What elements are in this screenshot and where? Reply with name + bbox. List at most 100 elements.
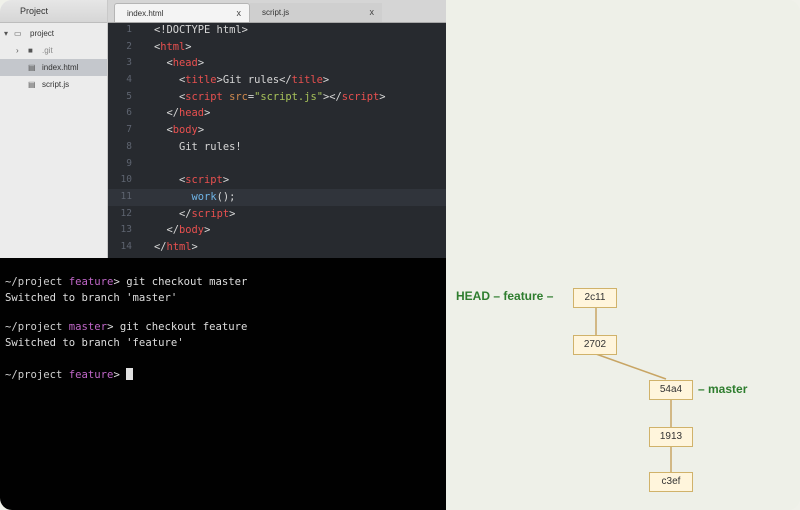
code-token: < xyxy=(154,40,161,53)
terminal-output-line: Switched to branch 'feature' xyxy=(5,337,184,349)
line-number: 4 xyxy=(126,74,132,86)
line-code: </head> xyxy=(154,105,211,122)
tab-bar: index.html x script.js x xyxy=(108,0,446,23)
code-line[interactable]: 14</html> xyxy=(108,239,446,256)
terminal-prompt-line: ~/project master> git checkout feature xyxy=(5,321,247,333)
line-number: 6 xyxy=(126,107,132,119)
code-line[interactable]: 8 Git rules! xyxy=(108,139,446,156)
code-token: (); xyxy=(216,190,236,203)
code-line[interactable]: 7 <body> xyxy=(108,122,446,139)
project-sidebar: Project ▾ ▭ project › ■ .git ▤ index.htm… xyxy=(0,0,108,258)
prompt-path: ~/project xyxy=(5,276,69,288)
code-token: head xyxy=(179,107,205,120)
code-token: > xyxy=(322,74,330,87)
code-line[interactable]: 10 <script> xyxy=(108,172,446,189)
code-line[interactable]: 11 work(); xyxy=(108,188,446,206)
code-line[interactable]: 1<!DOCTYPE html> xyxy=(108,22,446,39)
code-line[interactable]: 4 <title>Git rules</title> xyxy=(108,72,446,89)
line-number: 11 xyxy=(120,190,132,202)
code-token: > xyxy=(191,240,198,253)
commit-node: c3ef xyxy=(649,472,693,492)
chevron-down-icon[interactable]: ▾ xyxy=(4,29,9,38)
line-code: Git rules! xyxy=(154,139,242,156)
code-editor[interactable]: index.html x script.js x 1<!DOCTYPE html… xyxy=(108,0,446,258)
line-number: 10 xyxy=(120,174,132,186)
tree-item-label: index.html xyxy=(42,63,79,72)
terminal-output-line: Switched to branch 'master' xyxy=(5,292,178,304)
code-token: ></ xyxy=(322,90,342,103)
tab-index-html[interactable]: index.html x xyxy=(114,3,250,22)
line-number: 5 xyxy=(126,90,132,102)
terminal-prompt-line[interactable]: ~/project feature> xyxy=(5,368,134,381)
code-line[interactable]: 2 <html> xyxy=(108,39,446,56)
line-number: 13 xyxy=(120,224,132,236)
tab-script-js[interactable]: script.js x xyxy=(250,3,382,22)
code-token: html xyxy=(166,240,192,253)
code-line[interactable]: 3 <head> xyxy=(108,55,446,72)
tree-item-index-html[interactable]: ▤ index.html xyxy=(0,59,107,76)
chevron-right-icon[interactable]: › xyxy=(16,46,19,55)
line-number: 8 xyxy=(126,140,132,152)
close-icon[interactable]: x xyxy=(236,8,242,18)
code-line[interactable]: 5 <script src="script.js"></script> xyxy=(108,89,446,106)
code-token xyxy=(154,191,192,203)
line-number: 2 xyxy=(126,40,132,52)
tree-item-git[interactable]: › ■ .git xyxy=(0,42,107,59)
code-token: script xyxy=(341,90,380,103)
code-token: </ xyxy=(154,107,180,120)
code-token: >Git rules</ xyxy=(216,74,292,87)
code-line[interactable]: 13 </body> xyxy=(108,222,446,239)
code-token: > xyxy=(204,107,211,120)
tree-item-project[interactable]: ▾ ▭ project xyxy=(0,25,107,42)
code-token: > xyxy=(197,57,205,70)
close-icon[interactable]: x xyxy=(369,7,375,17)
prompt-branch: feature xyxy=(68,369,114,381)
code-token: > xyxy=(197,124,205,137)
code-token: > xyxy=(379,90,386,103)
code-line[interactable]: 9 xyxy=(108,156,446,173)
tree-item-script-js[interactable]: ▤ script.js xyxy=(0,76,107,93)
commit-node: 2c11 xyxy=(573,288,617,308)
tab-label: index.html xyxy=(127,9,164,18)
line-code: <!DOCTYPE html> xyxy=(154,22,248,39)
code-token: "script.js" xyxy=(254,90,323,103)
book-icon: ▭ xyxy=(14,29,22,38)
prompt-command: > git checkout master xyxy=(113,276,248,288)
code-line[interactable]: 6 </head> xyxy=(108,105,446,122)
code-token: html xyxy=(160,40,186,53)
code-token: </ xyxy=(154,224,180,237)
prompt-path: ~/project xyxy=(5,369,69,381)
line-code: <head> xyxy=(154,55,205,72)
line-code: <body> xyxy=(154,122,205,139)
head-feature-label: HEAD – feature – xyxy=(456,289,554,303)
prompt-path: ~/project xyxy=(5,321,69,333)
line-number: 12 xyxy=(120,207,132,219)
file-icon: ▤ xyxy=(28,63,36,72)
line-code: </script> xyxy=(154,206,235,223)
code-token: script xyxy=(191,207,230,220)
prompt-branch: feature xyxy=(68,276,114,288)
commit-node: 54a4 xyxy=(649,380,693,400)
code-area[interactable]: 1<!DOCTYPE html>2<html>3 <head>4 <title>… xyxy=(108,22,446,256)
folder-icon: ■ xyxy=(28,46,33,55)
tree-item-label: project xyxy=(30,29,55,38)
code-token: script xyxy=(185,174,223,187)
code-token: = xyxy=(247,90,255,103)
graph-edges xyxy=(595,307,672,472)
line-code: <html> xyxy=(154,39,192,56)
code-token: work xyxy=(191,190,217,203)
file-icon: ▤ xyxy=(28,80,36,89)
code-line[interactable]: 12 </script> xyxy=(108,206,446,223)
code-token: < xyxy=(154,74,186,87)
commit-node: 1913 xyxy=(649,427,693,447)
line-number: 14 xyxy=(120,240,132,252)
code-token: src xyxy=(229,90,248,103)
master-label: – master xyxy=(698,382,748,396)
code-token: > xyxy=(204,224,211,237)
tree-item-label: .git xyxy=(42,46,53,55)
commit-edge xyxy=(595,353,667,380)
terminal-cursor xyxy=(126,368,134,380)
line-code: <script> xyxy=(154,172,229,189)
terminal[interactable]: ~/project feature> git checkout master S… xyxy=(0,258,446,510)
